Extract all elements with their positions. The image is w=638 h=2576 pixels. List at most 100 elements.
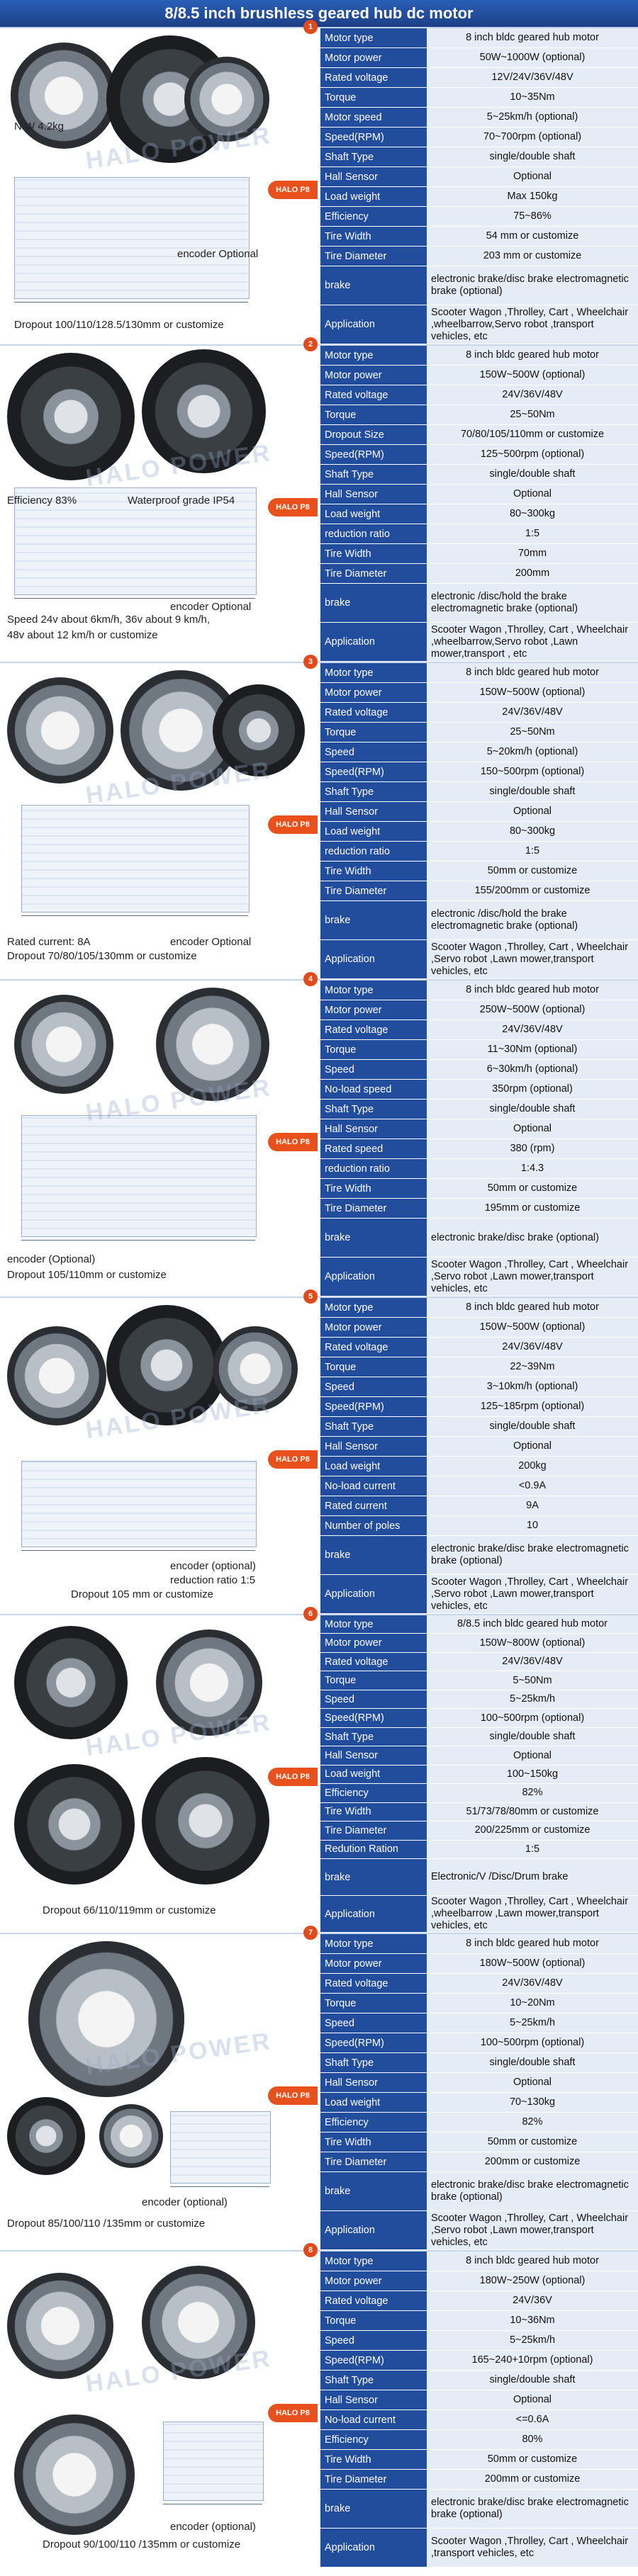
spec-value: 80~300kg (427, 504, 638, 524)
spec-label: Rated voltage (320, 2291, 427, 2310)
spec-value: 203 mm or customize (427, 247, 638, 266)
spec-label: Motor type (320, 346, 427, 365)
spec-label: Application (320, 2211, 427, 2249)
photo-caption: encoder Optional (170, 936, 252, 948)
spec-label: Rated voltage (320, 1652, 427, 1671)
spec-label: Torque (320, 2311, 427, 2330)
tire-wheel-photo (213, 684, 305, 776)
spec-value: 5~20km/h (optional) (427, 742, 638, 762)
dimension-line (170, 2186, 269, 2187)
spec-value: 10 (427, 1516, 638, 1535)
spec-value: 70~700rpm (optional) (427, 128, 638, 147)
spec-value: 200kg (427, 1457, 638, 1476)
spec-value: electronic brake/disc brake (optional) (427, 1219, 638, 1257)
photo-caption: Dropout 66/110/119mm or customize (43, 1904, 216, 1916)
spec-label: Tire Diameter (320, 564, 427, 583)
spec-label: Torque (320, 1357, 427, 1377)
spec-label: Load weight (320, 1765, 427, 1784)
spec-value: 5~25km/h (optional) (427, 108, 638, 127)
spec-label: Motor power (320, 683, 427, 702)
spec-label: Motor type (320, 1298, 427, 1317)
spec-label: brake (320, 266, 427, 305)
spec-value: 250W~500W (optional) (427, 1000, 638, 1019)
spec-value: 75~86% (427, 207, 638, 226)
spec-label: Tire Width (320, 2132, 427, 2152)
hub-motor-photo (28, 1941, 184, 2097)
spec-label: Rated voltage (320, 385, 427, 405)
technical-drawing (21, 805, 250, 913)
spec-label: Tire Diameter (320, 881, 427, 900)
spec-label: Efficiency (320, 2430, 427, 2449)
photo-caption: Waterproof grade IP54 (128, 495, 235, 507)
spec-value: 5~25km/h (427, 2331, 638, 2350)
spec-value: 195mm or customize (427, 1199, 638, 1218)
technical-drawing (163, 2422, 264, 2501)
photo-caption: 48v about 12 km/h or customize (7, 629, 158, 641)
spec-label: Load weight (320, 1457, 427, 1476)
spec-label: Torque (320, 1994, 427, 2013)
spec-value: 24V/36V/48V (427, 703, 638, 722)
brand-tag: HALO P8 (268, 2404, 318, 2422)
section-number-badge: 7 (303, 1926, 318, 1940)
spec-value: 51/73/78/80mm or customize (427, 1802, 638, 1821)
spec-value: single/double shaft (427, 1417, 638, 1436)
spec-label: Tire Diameter (320, 2152, 427, 2171)
hub-motor-photo (99, 2104, 163, 2168)
spec-label: Application (320, 1258, 427, 1296)
section-number-badge: 6 (303, 1607, 318, 1621)
spec-label: Speed (320, 2331, 427, 2350)
spec-value: 54 mm or customize (427, 227, 638, 246)
spec-label: Rated speed (320, 1139, 427, 1158)
spec-value: 11~30Nm (optional) (427, 1040, 638, 1059)
spec-value: single/double shaft (427, 1100, 638, 1119)
hub-motor-photo (156, 988, 269, 1101)
spec-label: Hall Sensor (320, 802, 427, 821)
photo-caption: encoder Optional (177, 248, 259, 260)
spec-value: 125~185rpm (optional) (427, 1397, 638, 1416)
dimension-line (14, 598, 255, 599)
spec-label: Hall Sensor (320, 1746, 427, 1765)
hub-motor-photo (14, 2414, 135, 2535)
spec-label: Tire Diameter (320, 1199, 427, 1218)
technical-drawing (14, 177, 250, 299)
spec-label: Tire Diameter (320, 1821, 427, 1840)
technical-drawing (21, 1461, 257, 1547)
photo-caption: encoder (optional) (170, 2521, 256, 2533)
spec-row: No-load current<0.9A (320, 1476, 638, 1496)
spec-label: brake (320, 1219, 427, 1257)
spec-value: 24V/36V/48V (427, 1338, 638, 1357)
hub-motor-photo (184, 57, 269, 142)
photo-caption: encoder (optional) (142, 2196, 228, 2208)
